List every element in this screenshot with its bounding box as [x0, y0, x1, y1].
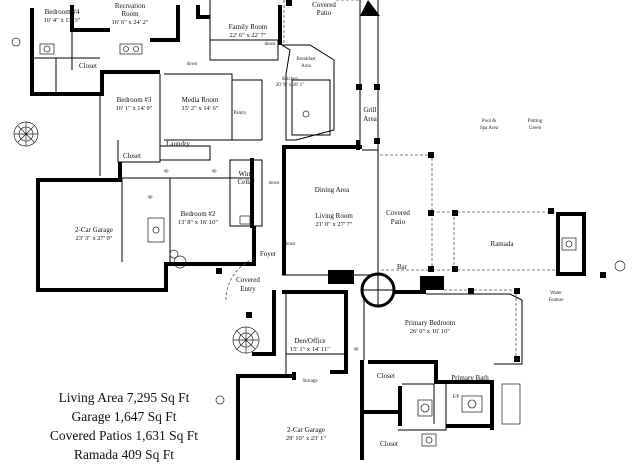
- room-wine: Wine: [239, 170, 254, 178]
- room-putting-line2: Green: [529, 126, 542, 131]
- room-recreation: Recreation: [115, 2, 146, 10]
- room-covered-entry-line2: Entry: [240, 285, 256, 293]
- room-family-size: 22' 6" x 22' 7": [230, 32, 267, 39]
- room-pool: Pool &: [482, 119, 496, 124]
- room-covered-entry: Covered: [236, 276, 260, 284]
- stat-ramada: Ramada 409 Sq Ft: [73, 447, 175, 462]
- room-covered-patio-top-line2: Patio: [317, 9, 332, 17]
- room-water-line2: Feature: [549, 298, 565, 303]
- room-foyer: Foyer: [260, 250, 277, 258]
- room-breakfast-line2: Area: [301, 64, 311, 69]
- patio-posts: [216, 0, 606, 362]
- room-dining: Dining Area: [315, 186, 350, 194]
- room-recreation-size: 16' 6" x 24' 2": [112, 19, 149, 26]
- room-covered-patio-top: Covered: [312, 1, 336, 9]
- interior-walls: [34, 0, 523, 431]
- room-grill-line2: Area: [363, 115, 377, 123]
- stair-up-a: up: [164, 169, 170, 174]
- room-covered-patio-mid: Covered: [386, 209, 410, 217]
- room-garage1: 2-Car Garage: [75, 226, 113, 234]
- room-laundry: Laundry: [166, 140, 190, 148]
- room-bedroom3: Bedroom #3: [117, 96, 152, 104]
- room-wine-line2: Cellar: [237, 178, 255, 186]
- room-breakfast: Breakfast: [296, 57, 316, 62]
- room-fp: F/P: [453, 395, 460, 400]
- room-closet-d: Closet: [380, 440, 398, 448]
- room-primary-bed: Primary Bedroom: [405, 319, 456, 327]
- stair-up-b: up: [148, 195, 154, 200]
- room-media: Media Room: [182, 96, 219, 104]
- room-bedroom2-size: 13' 8" x 16' 10": [178, 219, 218, 226]
- room-putting: Putting: [528, 119, 543, 124]
- area-summary: Living Area 7,295 Sq Ft Garage 1,647 Sq …: [14, 388, 234, 464]
- room-storage: Storage: [302, 379, 318, 384]
- room-bedroom4: Bedroom #4: [45, 8, 80, 16]
- room-family: Family Room: [229, 23, 268, 31]
- stair-down-living: down: [268, 181, 280, 186]
- room-closet-c: Closet: [377, 372, 395, 380]
- tree-icon: [13, 121, 39, 147]
- room-grill: Grill: [363, 106, 376, 114]
- room-living-size: 21' 0" x 27' 7": [316, 221, 353, 228]
- stair-up-den: up: [354, 347, 360, 352]
- stair-down-kitchen: down: [264, 42, 276, 47]
- stair-up-c: up: [212, 169, 218, 174]
- room-kitchen: Kitchen: [282, 77, 298, 82]
- exterior-walls: [30, 5, 586, 460]
- room-ramada: Ramada: [491, 240, 515, 248]
- room-bedroom2: Bedroom #2: [181, 210, 216, 218]
- room-kitchen-size: 20' 9" x 26' 1": [276, 83, 304, 88]
- room-garage1-size: 23' 3" x 27' 0": [76, 235, 113, 242]
- room-garage2: 2-Car Garage: [287, 426, 325, 434]
- stat-garage: Garage 1,647 Sq Ft: [71, 409, 177, 424]
- room-bedroom3-size: 16' 1" x 14' 9": [116, 105, 153, 112]
- room-primary-bed-size: 26' 0" x 16' 10": [410, 328, 450, 335]
- corner-bay: [360, 0, 380, 16]
- room-covered-patio-mid-line2: Patio: [391, 218, 406, 226]
- room-primary-bath: Primary Bath: [451, 374, 489, 382]
- room-bar: Bar: [397, 263, 408, 271]
- room-water: Water: [550, 291, 562, 296]
- room-closet-a: Closet: [79, 62, 97, 70]
- stair-down-top: down: [186, 62, 198, 67]
- room-den: Den/Office: [294, 337, 325, 345]
- stat-covered-patios: Covered Patios 1,631 Sq Ft: [49, 428, 199, 443]
- room-den-size: 15' 1" x 14' 11": [290, 346, 330, 353]
- fixtures: [39, 43, 577, 447]
- tree-icon: [232, 326, 260, 354]
- room-closet-b: Closet: [123, 152, 141, 160]
- room-living: Living Room: [315, 212, 353, 220]
- room-recreation-line2: Room: [121, 10, 139, 18]
- stair-down-foyer: down: [284, 242, 296, 247]
- room-pool-line2: Spa Area: [480, 126, 499, 131]
- room-media-size: 15' 2" x 14' 6": [182, 105, 219, 112]
- room-garage2-size: 29' 10" x 23' 1": [286, 435, 326, 442]
- room-bedroom4-size: 16' 4" x 13' 3": [44, 17, 81, 24]
- room-pantry: Pantry: [233, 111, 247, 116]
- stat-living-area: Living Area 7,295 Sq Ft: [58, 390, 190, 405]
- round-tower: [360, 272, 396, 308]
